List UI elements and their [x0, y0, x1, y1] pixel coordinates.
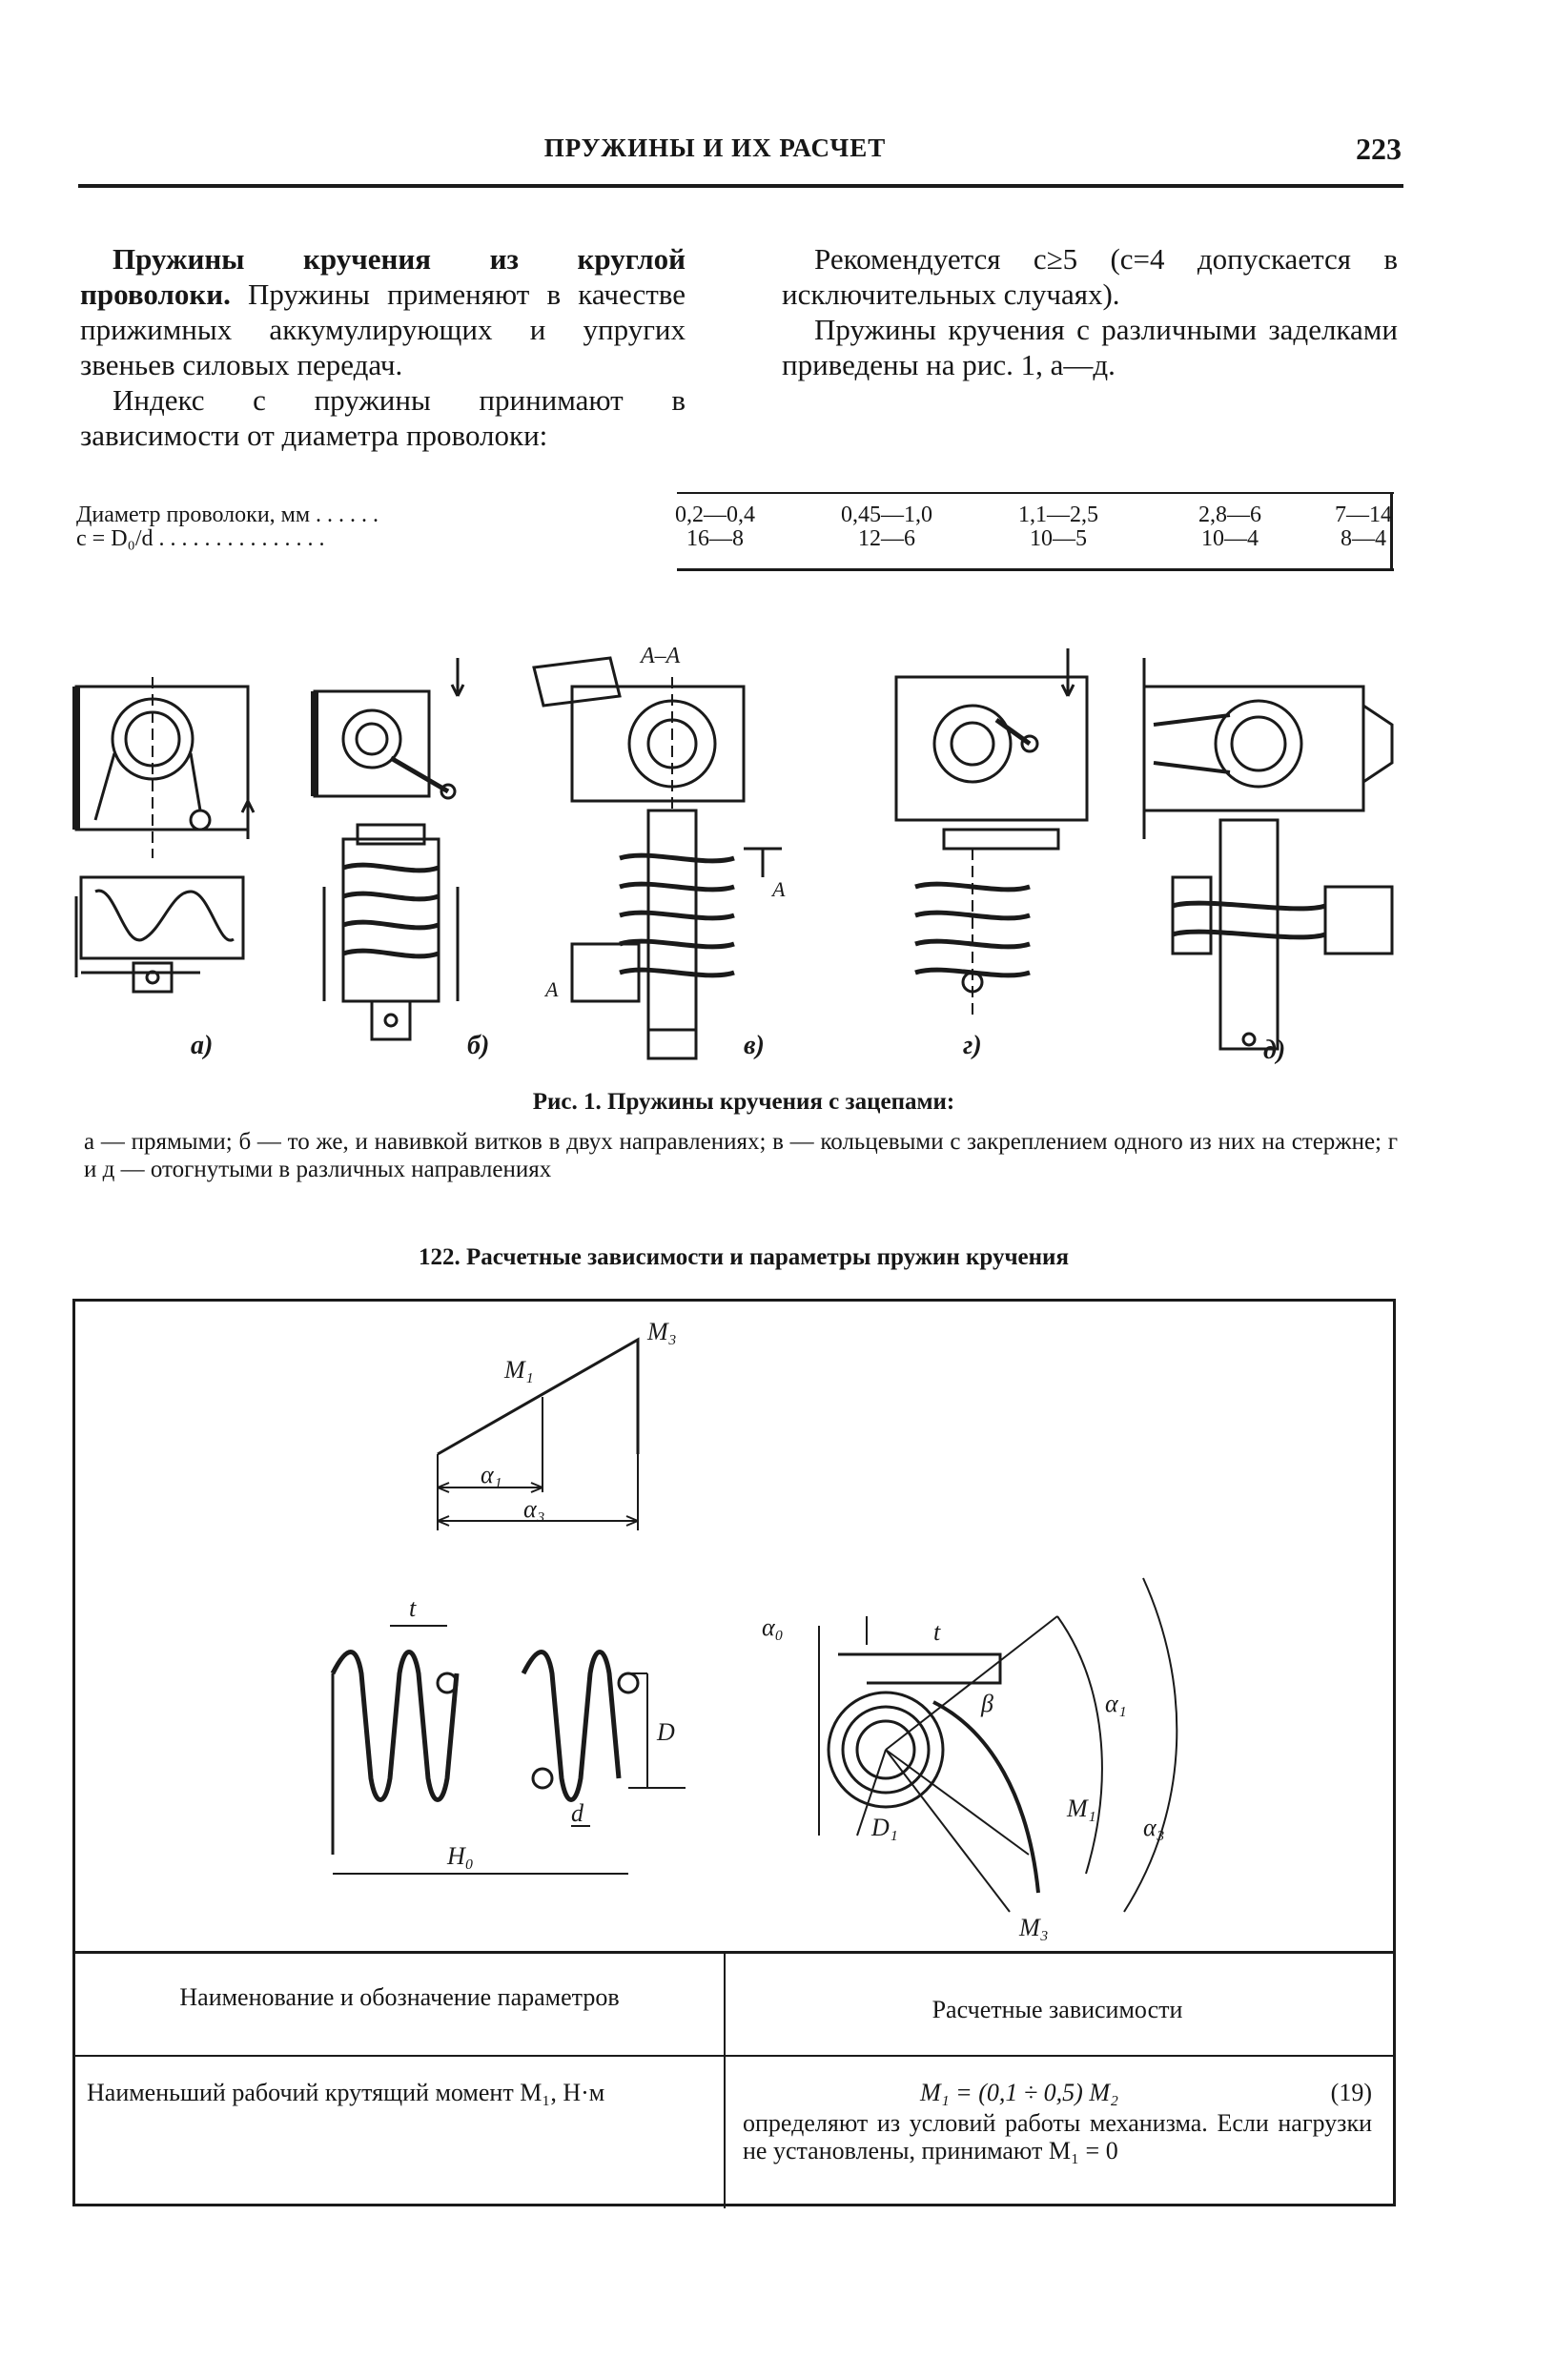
diameter-cell: 2,8—6: [1198, 503, 1261, 527]
label-wire-d: d: [571, 1799, 584, 1827]
paragraph-index: Индекс с пружины принимают в зависимости…: [80, 383, 686, 452]
column-header-parameters: Наименование и обозначение параметров: [179, 1983, 620, 2011]
index-table: Диаметр проволоки, мм . . . . . . c = D₀…: [76, 494, 1392, 568]
label-m3-arm: M₃: [1018, 1914, 1049, 1941]
figure-letter-a: а): [191, 1031, 213, 1060]
drawing-g: [894, 648, 1089, 1020]
drawing-v: [532, 656, 782, 1060]
parameters-table: M₃ M₁ α₁ α₃ t D d H₀ α₀ t β D₁ α₁ M₁ α₃ …: [72, 1299, 1396, 2208]
paragraph-figure-reference: Пружины кручения с различными заделками …: [782, 313, 1398, 381]
equation-number: (19): [1330, 2079, 1372, 2106]
label-m1: M₁: [503, 1356, 534, 1384]
index-cell: 12—6: [858, 526, 915, 551]
figure-letter-v: в): [744, 1031, 765, 1060]
label-d-outer: D: [656, 1718, 675, 1746]
paragraph-text: Пружины применяют в качестве прижимных а…: [80, 277, 686, 381]
index-cell: 16—8: [686, 526, 744, 551]
label-m3: M₃: [646, 1318, 677, 1345]
label-d1: D₁: [870, 1814, 898, 1841]
page-number: 223: [1356, 132, 1402, 166]
left-text-column: Пружины кручения из круглой проволоки. П…: [80, 241, 686, 453]
diameter-cell: 0,45—1,0: [841, 503, 932, 527]
section-label-aa: А–А: [639, 644, 681, 668]
section-mark-a: А: [543, 977, 559, 1001]
label-alpha3-arc: α₃: [1143, 1814, 1165, 1841]
index-cell: 10—4: [1201, 526, 1259, 551]
figure-letter-b: б): [467, 1031, 489, 1060]
row-label-wire-diameter: Диаметр проволоки, мм . . . . . .: [76, 503, 379, 527]
drawing-d: [1142, 658, 1394, 1051]
drawing-a: [72, 677, 256, 994]
section-mark-a: А: [770, 877, 786, 901]
torsion-spring-parameter-diagrams: M₃ M₁ α₁ α₃ t D d H₀ α₀ t β D₁ α₁ M₁ α₃ …: [330, 1318, 1178, 1941]
table-header-top-rule: [75, 1951, 1393, 1954]
index-cell: 10—5: [1030, 526, 1087, 551]
row-formula: M₁ = (0,1 ÷ 0,5) M₂: [919, 2079, 1119, 2106]
row-label-index: c = D₀/d . . . . . . . . . . . . . . .: [76, 526, 325, 551]
row-formula-explanation: определяют из условий работы механизма. …: [743, 2109, 1372, 2165]
index-table-top-rule: [677, 492, 1394, 494]
table-header-bottom-rule: [75, 2055, 1393, 2057]
label-h0: H₀: [446, 1842, 474, 1870]
paragraph-recommendation: Рекомендуется с≥5 (с=4 допускается в иск…: [782, 242, 1398, 311]
label-alpha3: α₃: [523, 1495, 545, 1523]
table-column-divider: [724, 1951, 726, 2208]
diameter-cell: 0,2—0,4: [675, 503, 755, 527]
figure-legend: а — прямыми; б — то же, и навивкой витко…: [84, 1129, 1398, 1182]
right-text-column: Рекомендуется с≥5 (с=4 допускается в иск…: [782, 241, 1398, 382]
label-t: t: [409, 1594, 417, 1622]
drawing-b: [311, 658, 465, 1041]
label-alpha1-arc: α₁: [1105, 1690, 1127, 1717]
label-m1-arm: M₁: [1066, 1795, 1096, 1822]
figure-letter-g: г): [963, 1031, 982, 1060]
diameter-cell: 7—14: [1335, 503, 1392, 527]
column-header-formulas: Расчетные зависимости: [932, 1996, 1183, 2023]
index-table-bottom-rule: [677, 568, 1394, 571]
figure-caption: Рис. 1. Пружины кручения с зацепами:: [532, 1089, 955, 1115]
diameter-cell: 1,1—2,5: [1018, 503, 1098, 527]
header-rule: [78, 184, 1403, 188]
label-beta: β: [980, 1690, 993, 1717]
figure-letter-d: д): [1263, 1036, 1285, 1065]
figure-1-torsion-spring-drawings: А–А А А а) б) в) г) д): [72, 644, 1394, 1065]
table-title: 122. Расчетные зависимости и параметры п…: [419, 1244, 1069, 1270]
index-table-right-rule: [1390, 492, 1393, 571]
section-heading: Пружины кручения из круглой проволоки.: [80, 242, 686, 311]
row-parameter-name: Наименьший рабочий крутящий момент M₁, Н…: [87, 2079, 605, 2106]
label-alpha0: α₀: [762, 1613, 784, 1641]
running-header-title: ПРУЖИНЫ И ИХ РАСЧЕТ: [543, 133, 887, 162]
index-cell: 8—4: [1341, 526, 1386, 551]
label-t-arm: t: [933, 1618, 941, 1646]
paragraph-springs-intro: Пружины кручения из круглой проволоки. П…: [80, 241, 686, 382]
label-alpha1: α₁: [481, 1461, 502, 1488]
